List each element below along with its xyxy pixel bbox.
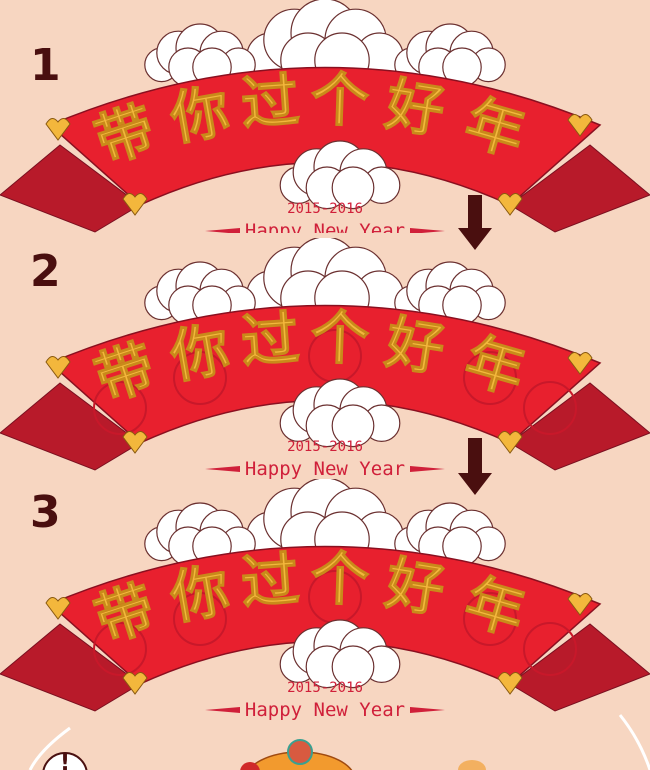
ribbon-tail-right	[509, 144, 650, 233]
year-text: 2015-2016	[287, 439, 363, 455]
gold-heart-ornament	[497, 672, 523, 695]
decor-dash-left	[205, 707, 240, 713]
step-number: 3	[30, 487, 61, 538]
hat-pompom	[287, 739, 313, 765]
banner-title-char: 个	[310, 544, 370, 614]
gold-heart-ornament	[122, 672, 148, 695]
speech-bubble	[42, 752, 88, 770]
step-content: 带你过个好年2015-2016Happy New Year	[0, 238, 650, 480]
ribbon-pattern-medallion	[93, 622, 147, 676]
bottom-cloud	[279, 140, 401, 210]
banner-title-char: 过	[239, 545, 302, 617]
gold-heart-ornament	[497, 431, 523, 454]
step-panel-2: 带你过个好年2015-2016Happy New Year2	[0, 238, 650, 480]
ribbon-pattern-medallion	[463, 592, 517, 646]
banner-title-char: 你	[165, 314, 235, 391]
step-panel-3: 带你过个好年2015-2016Happy New Year3	[0, 479, 650, 721]
gold-heart-ornament	[122, 431, 148, 454]
ribbon-tail-left	[0, 382, 141, 471]
decor-dash-left	[205, 466, 240, 472]
banner-title-char: 你	[165, 76, 235, 153]
greeting-text: Happy New Year	[245, 458, 405, 480]
decor-dash-right	[410, 707, 445, 713]
banner-title-char: 个	[310, 65, 370, 135]
ribbon-tail-left	[0, 144, 141, 233]
greeting-text: Happy New Year	[245, 699, 405, 721]
gold-heart-ornament	[122, 193, 148, 216]
arrow-down-icon	[458, 195, 492, 250]
decor-dash-right	[410, 228, 445, 233]
decor-swoosh-right	[618, 714, 650, 770]
banner-title-char: 你	[165, 555, 235, 632]
ribbon-tail-right	[509, 382, 650, 471]
cloud-puff	[331, 404, 375, 448]
greeting-text: Happy New Year	[245, 220, 405, 242]
speech-bubble-text: !	[60, 751, 70, 770]
cloud-puff	[331, 645, 375, 689]
bottom-cloud	[279, 378, 401, 448]
top-cloud-right	[394, 261, 506, 325]
arrow-down-icon	[458, 438, 492, 495]
gold-heart-ornament	[567, 114, 593, 137]
year-text: 2015-2016	[287, 201, 363, 217]
year-text: 2015-2016	[287, 680, 363, 696]
ribbon-pattern-medallion	[523, 381, 577, 435]
banner-title-char: 过	[239, 66, 302, 138]
decor-dash-left	[205, 228, 240, 233]
decor-dash-right	[410, 466, 445, 472]
orange-hand	[458, 760, 486, 770]
banner-title-char: 过	[239, 304, 302, 376]
step-content: 带你过个好年2015-2016Happy New Year	[0, 0, 650, 242]
top-cloud-left	[144, 23, 256, 87]
top-cloud-left	[144, 502, 256, 566]
ribbon-pattern-medallion	[173, 592, 227, 646]
banner-title-char: 好	[380, 70, 449, 146]
ribbon-pattern-medallion	[463, 351, 517, 405]
step-number: 1	[30, 40, 61, 91]
top-cloud-right	[394, 502, 506, 566]
ribbon-pattern-medallion	[523, 622, 577, 676]
cloud-puff	[331, 166, 375, 210]
gold-heart-ornament	[45, 597, 71, 620]
step-number: 2	[30, 246, 61, 297]
banner-title-char: 好	[380, 549, 449, 625]
decor-swoosh-left	[28, 726, 71, 770]
gold-heart-ornament	[45, 356, 71, 379]
ribbon-pattern-medallion	[93, 381, 147, 435]
top-cloud-right	[394, 23, 506, 87]
ribbon-tail-left	[0, 623, 141, 712]
gold-heart-ornament	[567, 352, 593, 375]
banner-title-char: 个	[310, 303, 370, 373]
bottom-cloud	[279, 619, 401, 689]
ribbon-tail-right	[509, 623, 650, 712]
ribbon-pattern-medallion	[173, 351, 227, 405]
step-content: 带你过个好年2015-2016Happy New Year	[0, 479, 650, 721]
red-ear-ornament	[240, 762, 260, 770]
banner-title-char: 好	[380, 308, 449, 384]
gold-heart-ornament	[45, 118, 71, 141]
step-panel-1: 带你过个好年2015-2016Happy New Year1	[0, 0, 650, 242]
gold-heart-ornament	[567, 593, 593, 616]
gold-heart-ornament	[497, 193, 523, 216]
